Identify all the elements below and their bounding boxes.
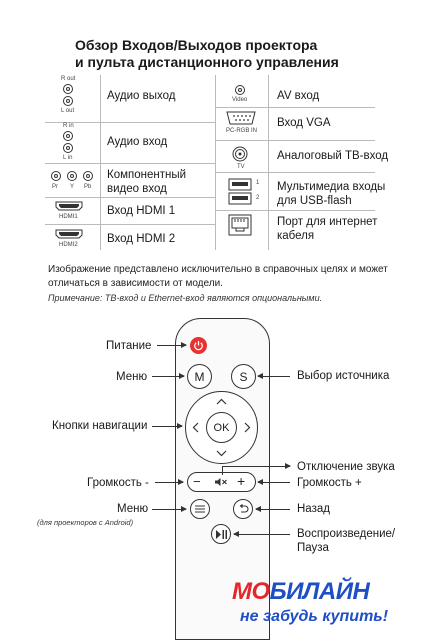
coax-port-icon [232, 146, 248, 162]
callout-line [233, 531, 290, 537]
usb-port-icon [228, 178, 252, 205]
volume-up-button[interactable]: + [237, 473, 246, 489]
menu-button[interactable]: M [187, 364, 212, 389]
rca-jack-icon [83, 171, 93, 181]
left-icon-divider [100, 75, 101, 250]
play-pause-button[interactable] [211, 524, 231, 544]
rca-jack-icon [67, 171, 77, 181]
port-label: Аудио вход [107, 136, 168, 148]
callout-line [257, 373, 290, 379]
callout-line [222, 463, 291, 469]
ethernet-port-icon [228, 214, 252, 236]
callout-mute: Отключение звука [297, 461, 395, 473]
callout-line [255, 506, 290, 512]
source-button[interactable]: S [231, 364, 256, 389]
port-caption: PC-RGB IN [226, 128, 258, 134]
android-menu-button[interactable] [190, 499, 210, 519]
row-divider [215, 107, 375, 108]
port-caption: L out [61, 108, 75, 114]
hdmi-port-icon [55, 229, 83, 239]
port-label: Мультимедиа входы для USB-flash [277, 181, 386, 207]
callout-play-pause: Воспроизведение/ Пауза [297, 528, 396, 554]
callout-power: Питание [106, 340, 152, 352]
callout-line [222, 466, 223, 475]
volume-down-button[interactable]: − [193, 474, 201, 489]
port-caption: R in [63, 123, 74, 129]
row-divider [45, 197, 215, 198]
callout-android-note: (для проекторов с Android) [37, 518, 134, 527]
callout-navigation: Кнопки навигации [52, 420, 148, 432]
port-label: Аудио выход [107, 90, 176, 102]
port-caption: L in [63, 155, 73, 161]
row-divider [215, 172, 375, 173]
port-caption: Y [70, 184, 75, 190]
port-caption: R out [61, 76, 76, 82]
rca-jack-icon [63, 84, 73, 94]
callout-line [155, 479, 184, 485]
callout-line [152, 423, 183, 429]
port-label: Вход VGA [277, 117, 331, 129]
ok-button[interactable]: OK [206, 412, 237, 443]
row-divider [215, 140, 375, 141]
row-divider [45, 224, 215, 225]
callout-line [157, 342, 187, 348]
callout-back: Назад [297, 503, 330, 515]
remark-text: Примечание: ТВ-вход и Ethernet-вход явля… [48, 293, 323, 303]
back-arrow-icon [239, 504, 248, 513]
hamburger-icon [195, 505, 205, 513]
column-divider [215, 75, 216, 250]
callout-volume-down: Громкость - [87, 477, 149, 489]
port-caption: HDMI1 [59, 214, 78, 220]
port-label: Вход HDMI 2 [107, 233, 176, 245]
port-caption: Pb [84, 184, 92, 190]
right-icon-divider [268, 75, 269, 250]
port-caption: 2 [256, 195, 260, 201]
brand-logo: МОБИЛАЙН [232, 578, 370, 605]
callout-source: Выбор источника [297, 370, 390, 382]
rca-jack-icon [63, 96, 73, 106]
volume-bar [187, 472, 256, 492]
rca-jack-icon [63, 143, 73, 153]
power-icon [194, 341, 203, 351]
port-caption: HDMI2 [59, 242, 78, 248]
mute-icon[interactable] [214, 477, 228, 487]
rca-jack-icon [235, 85, 245, 95]
rca-jack-icon [51, 171, 61, 181]
page-title: Обзор Входов/Выходов проектора и пульта … [75, 37, 339, 70]
nav-arrows-icon [192, 398, 251, 457]
hdmi-port-icon [55, 201, 83, 211]
port-label: AV вход [277, 90, 320, 102]
brand-slogan: не забудь купить! [240, 608, 389, 625]
callout-line [257, 479, 290, 485]
port-label: Компонентный видео вход [107, 169, 187, 195]
port-caption: Video [232, 97, 248, 103]
callout-line [152, 506, 187, 512]
port-caption: Pr [52, 184, 58, 190]
rca-jack-icon [63, 131, 73, 141]
callout-menu: Меню [116, 371, 148, 383]
port-label: Вход HDMI 1 [107, 205, 176, 217]
vga-port-icon [226, 111, 256, 125]
power-button[interactable] [190, 337, 207, 354]
disclaimer-text: Изображение представлено исключительно в… [48, 264, 388, 289]
row-divider [45, 163, 215, 164]
port-label: Аналоговый ТВ-вход [277, 150, 389, 162]
row-divider [45, 122, 215, 123]
callout-line [152, 373, 185, 379]
port-label: Порт для интернет кабеля [277, 216, 378, 242]
port-caption: TV [237, 164, 245, 170]
port-caption: 1 [256, 180, 260, 186]
row-divider [215, 210, 375, 211]
back-button[interactable] [233, 499, 253, 519]
play-pause-icon [215, 529, 227, 539]
callout-android-menu: Меню [117, 503, 149, 515]
callout-volume-up: Громкость + [297, 477, 362, 489]
